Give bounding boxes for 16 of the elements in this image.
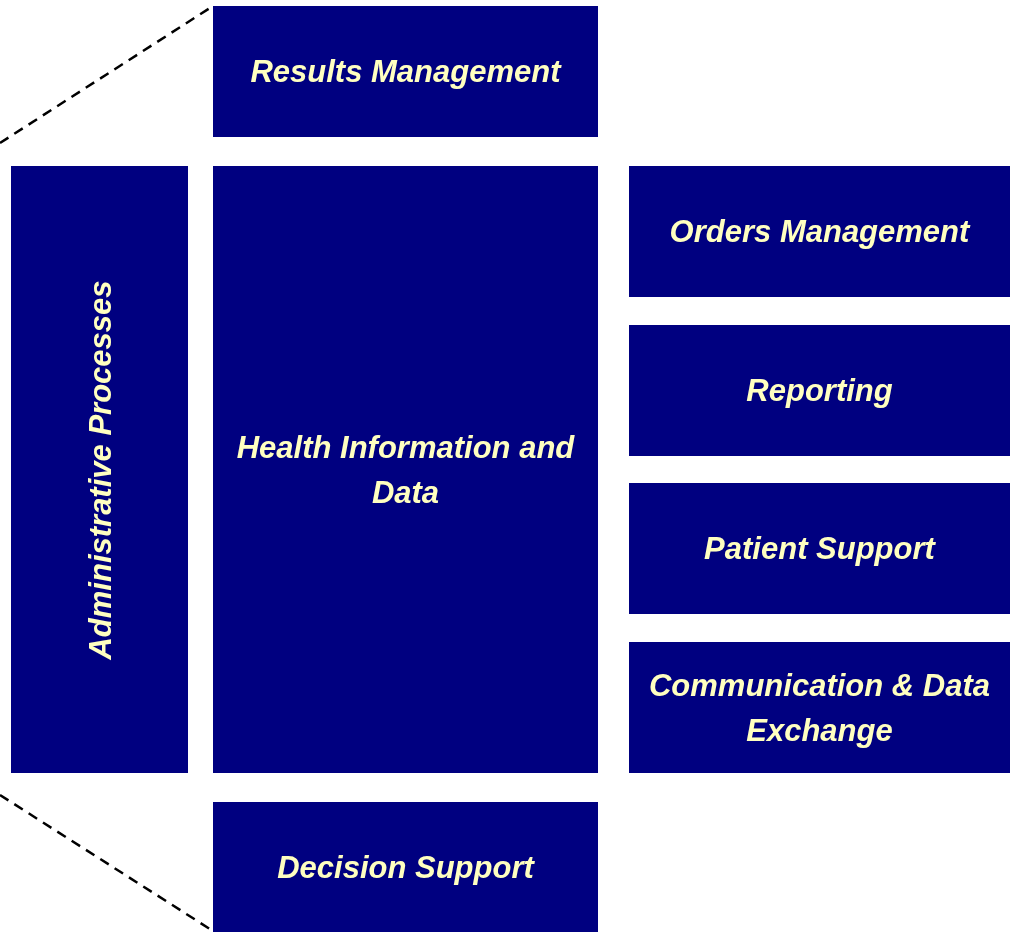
module-box [11,166,188,773]
module-box [629,483,1010,614]
box-label: Orders Management [669,213,970,251]
box-label: Health Information and Data [235,428,576,512]
box-label: Communication & Data Exchange [648,666,991,750]
module-box [629,325,1010,456]
box-label: Results Management [250,53,561,91]
box-label: Reporting [746,372,893,410]
module-box [213,6,598,137]
box-label: Administrative Processes [81,278,118,662]
module-box [629,642,1010,773]
module-box [629,166,1010,297]
module-box [213,166,598,773]
box-label: Patient Support [704,530,935,568]
module-box [213,802,598,932]
box-label: Decision Support [277,848,534,887]
